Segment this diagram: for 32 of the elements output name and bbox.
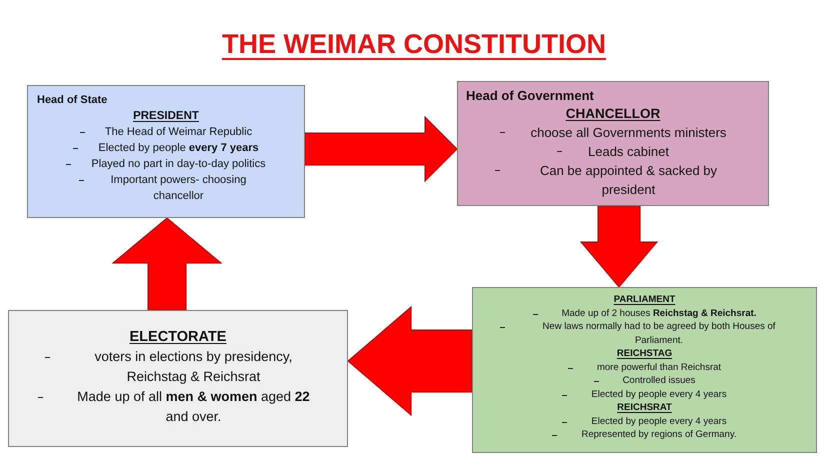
bullet-text: Important powers- choosing chancellor (110, 173, 248, 204)
role-title: ELECTORATE (130, 329, 226, 345)
info-box (27, 85, 305, 218)
bullet-text: Elected by people every 4 years (591, 388, 727, 401)
bullet-text: Leads cabinet (588, 143, 669, 161)
heading-text: Head of State (37, 94, 108, 106)
bullet-text: New laws normally had to be agreed by both Houses of Parliament. (542, 320, 776, 347)
role-title: PARLIAMENT (614, 294, 676, 305)
bullet-text: Elected by people every 4 years (591, 414, 727, 428)
info-box (457, 81, 769, 206)
bullet-text: The Head of Weimar Republic (104, 125, 252, 140)
role-title: REICHSTAG (616, 348, 672, 359)
heading-text: Head of Government (466, 88, 594, 103)
bullet-text: Played no part in day-to-day politics (91, 157, 266, 172)
bullet-text: Can be appointed & sacked by president (538, 162, 718, 199)
bullet-text: Made up of all men & women aged 22 and over. (76, 388, 311, 426)
role-title: CHANCELLOR (566, 106, 660, 121)
title: THE WEIMAR CONSTITUTION (222, 28, 606, 61)
bullet-text: Controlled issues (622, 374, 696, 388)
block-arrow (304, 116, 458, 182)
block-arrow (347, 306, 472, 416)
bullet-text: Represented by regions of Germany. (581, 428, 737, 442)
bullet-text: choose all Governments ministers (530, 124, 726, 142)
block-arrow (580, 206, 658, 288)
role-title: REICHSRAT (617, 402, 672, 413)
bullet-text: more powerful than Reichsrat (596, 360, 722, 374)
bullet-text: Elected by people every 7 years (98, 141, 259, 156)
block-arrow (112, 217, 222, 310)
info-box (8, 310, 348, 447)
bullet-text: Made up of 2 houses Reichstag & Reichsrat. (562, 306, 756, 320)
info-box (472, 287, 817, 453)
role-title: PRESIDENT (133, 110, 199, 122)
